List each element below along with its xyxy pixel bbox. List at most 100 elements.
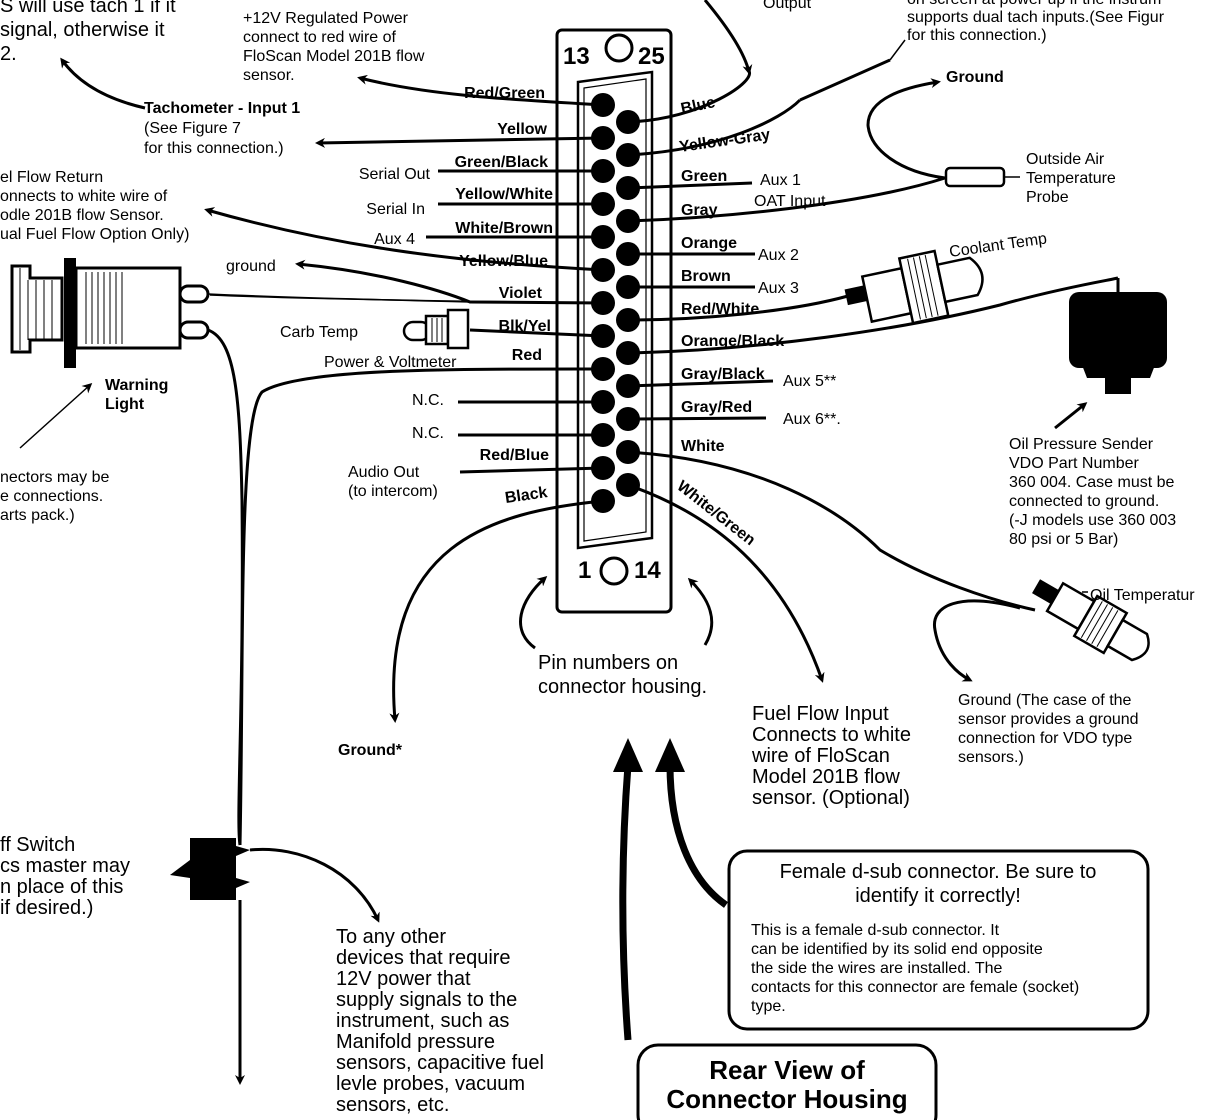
svg-text:S will use tach 1 if it: S will use tach 1 if it bbox=[0, 0, 176, 17]
power-voltmeter-label: Power & Voltmeter bbox=[324, 354, 457, 371]
svg-text:Model 201B flow: Model 201B flow bbox=[752, 766, 900, 788]
svg-text:Tachometer - Input 1: Tachometer - Input 1 bbox=[144, 100, 300, 117]
aux3-label: Aux 3 bbox=[758, 280, 799, 297]
svg-text:This is a female d-sub connect: This is a female d-sub connector. It bbox=[751, 922, 1000, 939]
svg-text:360 004. Case must be: 360 004. Case must be bbox=[1009, 474, 1175, 491]
svg-text:(-J models use 360 003: (-J models use 360 003 bbox=[1009, 512, 1176, 529]
svg-text:onnects to white wire of: onnects to white wire of bbox=[0, 188, 168, 205]
note-dual-tach: on screen at power up if the instrum sup… bbox=[907, 0, 1165, 44]
note-power-top: +12V Regulated Power connect to red wire… bbox=[243, 10, 425, 84]
oil-pressure-sender bbox=[1069, 292, 1167, 394]
svg-text:sensor. (Optional): sensor. (Optional) bbox=[752, 787, 910, 809]
wire-label-green-black: Green/Black bbox=[455, 154, 548, 171]
master-switch bbox=[170, 838, 380, 1085]
audio-out-sub-label: (to intercom) bbox=[348, 483, 438, 500]
left-function-labels: Serial Out Serial In Aux 4 ground Carb T… bbox=[226, 166, 457, 500]
svg-text:supply signals to the: supply signals to the bbox=[336, 989, 517, 1011]
note-tach-input: Tachometer - Input 1 (See Figure 7 for t… bbox=[144, 100, 300, 157]
carb-temp-probe bbox=[402, 308, 470, 350]
coolant-temp-label: Coolant Temp bbox=[948, 230, 1048, 261]
svg-text:connected to ground.: connected to ground. bbox=[1009, 493, 1159, 510]
wire-label-blue: Blue bbox=[679, 94, 717, 118]
wire-label-red: Red bbox=[512, 347, 542, 364]
svg-text:Oil Pressure Sender: Oil Pressure Sender bbox=[1009, 436, 1154, 453]
svg-text:Manifold pressure: Manifold pressure bbox=[336, 1031, 495, 1053]
svg-text:2.: 2. bbox=[0, 43, 17, 65]
svg-text:levle probes, vacuum: levle probes, vacuum bbox=[336, 1073, 525, 1095]
nc2-label: N.C. bbox=[412, 425, 444, 442]
wire-label-green: Green bbox=[681, 168, 727, 185]
aux5-label: Aux 5** bbox=[783, 373, 836, 390]
wire-label-white-green: White/Green bbox=[674, 478, 759, 549]
aux4-label: Aux 4 bbox=[374, 231, 415, 248]
svg-text:Warning: Warning bbox=[105, 377, 168, 394]
aux6-label: Aux 6**. bbox=[783, 411, 841, 428]
ground-left-label: ground bbox=[226, 258, 276, 275]
svg-text:sensor.: sensor. bbox=[243, 67, 295, 84]
audio-out-label: Audio Out bbox=[348, 464, 420, 481]
mount-hole-bottom bbox=[599, 556, 629, 586]
svg-text:Connector Housing: Connector Housing bbox=[666, 1084, 907, 1114]
svg-text:80 psi or 5 Bar): 80 psi or 5 Bar) bbox=[1009, 531, 1118, 548]
wire-label-white-brown: White/Brown bbox=[455, 220, 553, 237]
warning-light bbox=[10, 258, 471, 846]
output-label: Output bbox=[763, 0, 812, 12]
svg-text:wire of FloScan: wire of FloScan bbox=[751, 745, 890, 767]
svg-text:el Flow Return: el Flow Return bbox=[0, 169, 103, 186]
svg-text:signal, otherwise it: signal, otherwise it bbox=[0, 19, 165, 41]
note-pin-numbers: Pin numbers on connector housing. bbox=[538, 652, 707, 698]
svg-text:arts pack.): arts pack.) bbox=[0, 507, 75, 524]
note-oat-probe: Outside Air Temperature Probe bbox=[1026, 151, 1116, 206]
svg-text:devices that require: devices that require bbox=[336, 947, 511, 969]
note-warning-light: Warning Light bbox=[105, 377, 168, 413]
wire-label-yellow-gray: Yellow-Gray bbox=[678, 126, 771, 156]
wire-label-orange-black: Orange/Black bbox=[681, 333, 784, 350]
pin-number-13: 13 bbox=[563, 43, 590, 70]
svg-text:Outside Air: Outside Air bbox=[1026, 151, 1105, 168]
oil-temperature-sensor bbox=[933, 579, 1150, 682]
ground-right-label: Ground bbox=[946, 69, 1004, 86]
rear-view-callout: Rear View of Connector Housing bbox=[636, 1043, 938, 1120]
svg-text:type.: type. bbox=[751, 998, 786, 1015]
note-ground-case: Ground (The case of the sensor provides … bbox=[958, 692, 1139, 766]
aux2-label: Aux 2 bbox=[758, 247, 799, 264]
oil-temperature-label: Oil Temperatur bbox=[1090, 587, 1195, 604]
ground-star-label: Ground* bbox=[338, 742, 403, 759]
pin-number-14: 14 bbox=[634, 557, 661, 584]
svg-text:nectors may be: nectors may be bbox=[0, 469, 109, 486]
note-connectors: nectors may be e connections. arts pack.… bbox=[0, 469, 109, 524]
svg-text:n place of this: n place of this bbox=[0, 876, 123, 898]
pin-number-1: 1 bbox=[578, 557, 591, 584]
svg-text:connect to red wire of: connect to red wire of bbox=[243, 29, 397, 46]
right-wires bbox=[627, 0, 1120, 683]
svg-text:sensors.): sensors.) bbox=[958, 749, 1024, 766]
wire-label-yellow: Yellow bbox=[497, 121, 547, 138]
svg-text:sensor provides a ground: sensor provides a ground bbox=[958, 711, 1139, 728]
svg-text:Fuel Flow Input: Fuel Flow Input bbox=[752, 703, 889, 725]
wire-label-gray-black: Gray/Black bbox=[681, 366, 765, 383]
svg-text:connector housing.: connector housing. bbox=[538, 676, 707, 698]
note-tach-top: S will use tach 1 if it signal, otherwis… bbox=[0, 0, 176, 65]
svg-text:the side the wires are install: the side the wires are installed. The bbox=[751, 960, 1003, 977]
svg-text:Female d-sub connector. Be sur: Female d-sub connector. Be sure to bbox=[780, 861, 1097, 883]
svg-text:supports dual tach inputs.(See: supports dual tach inputs.(See Figur bbox=[907, 9, 1165, 26]
svg-text:for this connection.): for this connection.) bbox=[907, 27, 1047, 44]
svg-text:To any other: To any other bbox=[336, 926, 446, 948]
svg-text:ff Switch: ff Switch bbox=[0, 834, 75, 856]
mount-hole-top bbox=[604, 33, 634, 63]
wire-label-blk-yel: Blk/Yel bbox=[499, 318, 551, 335]
oat-input-label: OAT Input bbox=[754, 193, 826, 210]
svg-text:e connections.: e connections. bbox=[0, 488, 103, 505]
wire-label-brown: Brown bbox=[681, 268, 731, 285]
svg-text:cs master may: cs master may bbox=[0, 855, 130, 877]
svg-text:ual Fuel Flow Option Only): ual Fuel Flow Option Only) bbox=[0, 226, 189, 243]
svg-text:if desired.): if desired.) bbox=[0, 897, 93, 919]
female-dsub-callout: Female d-sub connector. Be sure to ident… bbox=[727, 849, 1150, 1031]
wire-label-gray-red: Gray/Red bbox=[681, 399, 752, 416]
svg-text:Pin numbers on: Pin numbers on bbox=[538, 652, 678, 674]
svg-text:identify it correctly!: identify it correctly! bbox=[855, 885, 1021, 907]
svg-text:can be identified by its solid: can be identified by its solid end oppos… bbox=[751, 941, 1043, 958]
carb-temp-label: Carb Temp bbox=[280, 324, 358, 341]
wire-label-red-white: Red/White bbox=[681, 301, 759, 318]
